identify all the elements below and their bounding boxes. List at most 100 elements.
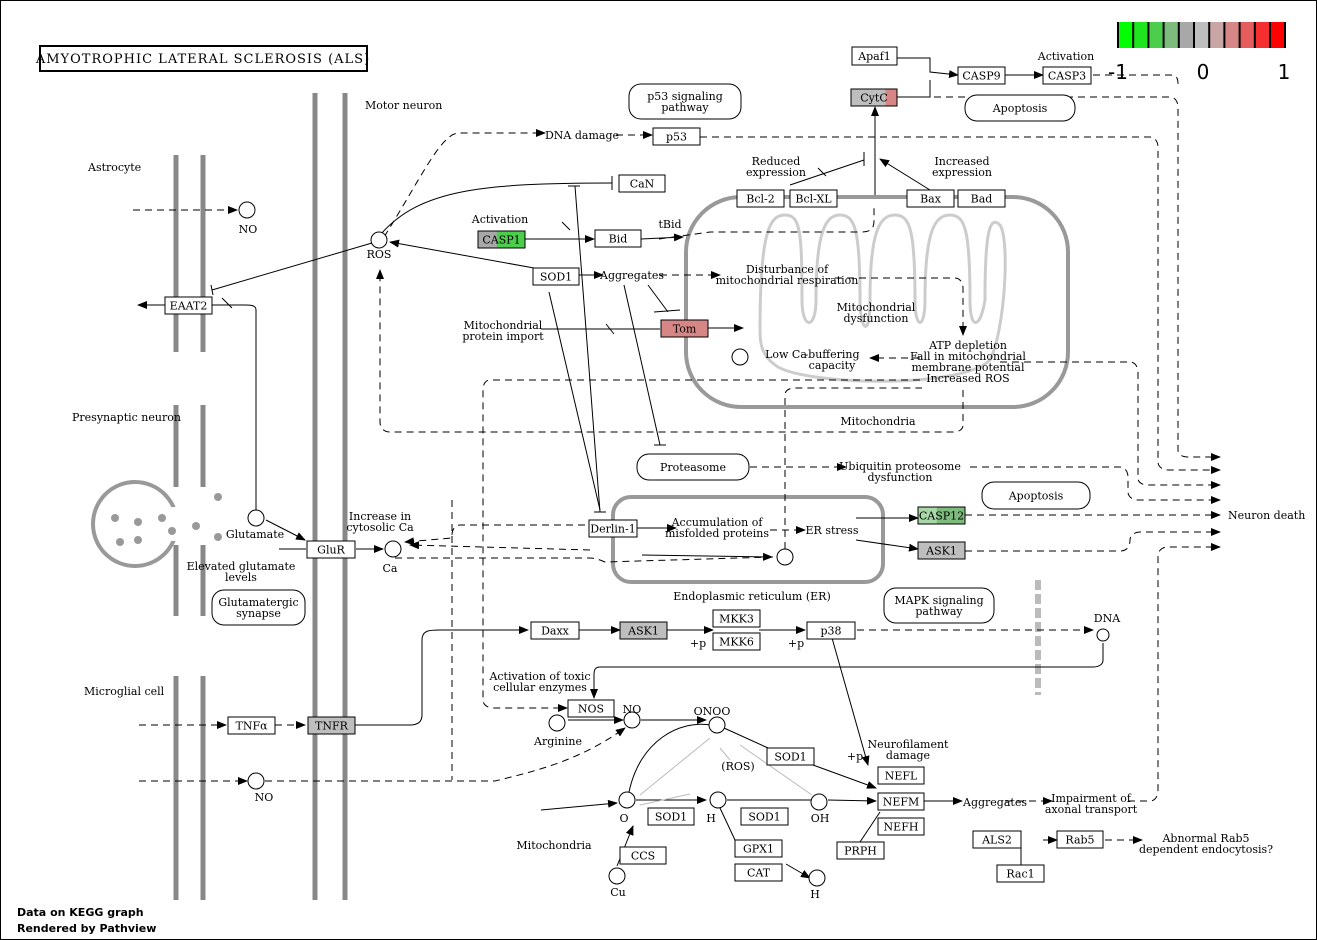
- gene-rac1[interactable]: Rac1: [996, 864, 1045, 883]
- gene-cat[interactable]: CAT: [734, 863, 783, 882]
- gene-eaat2[interactable]: EAAT2: [164, 296, 213, 315]
- pathway-label: Proteasome: [660, 461, 726, 474]
- legend-max: 1: [1278, 60, 1291, 84]
- gene-ask1_a[interactable]: ASK1: [917, 541, 966, 560]
- label-tbid: tBid: [658, 218, 681, 231]
- legend-swatch: [1148, 22, 1164, 48]
- label-elevated_glutamate: Elevated glutamate: [187, 560, 296, 573]
- label-ubiquitin: Ubiquitin proteosome: [839, 460, 961, 473]
- pathway-label: Apoptosis: [992, 102, 1048, 115]
- gene-sod1_d[interactable]: SOD1: [740, 807, 789, 826]
- gene-label: TNFR: [315, 720, 349, 733]
- label-mito_dysfunction: dysfunction: [844, 312, 909, 325]
- label-glutamate: Glutamate: [226, 528, 284, 541]
- gene-sod1_b[interactable]: SOD1: [766, 747, 815, 766]
- label-abnormal_rab5: Abnormal Rab5: [1161, 832, 1249, 845]
- label-mitochondria: Mitochondria: [840, 415, 916, 428]
- label-oh: OH: [811, 812, 830, 825]
- ca-compound-er: [776, 548, 794, 566]
- gene-nefl[interactable]: NEFL: [877, 766, 925, 785]
- gene-label: Bax: [920, 193, 942, 206]
- page-title: AMYOTROPHIC LATERAL SCLEROSIS (ALS): [35, 52, 370, 67]
- label-increased_expression: Increased: [934, 155, 989, 168]
- pathway-apoptosis_top[interactable]: Apoptosis: [964, 94, 1076, 122]
- gene-casp12[interactable]: CASP12: [917, 506, 966, 525]
- gene-daxx[interactable]: Daxx: [530, 621, 580, 640]
- gene-ask1_b[interactable]: ASK1: [619, 621, 668, 640]
- label-misfolded: Accumulation of: [671, 516, 764, 529]
- pathway-proteasome[interactable]: Proteasome: [636, 453, 750, 481]
- gene-glur[interactable]: GluR: [306, 540, 356, 559]
- gene-label: ALS2: [981, 834, 1012, 847]
- gene-derlin[interactable]: Derlin-1: [588, 519, 638, 538]
- gene-casp9[interactable]: CASP9: [957, 66, 1006, 85]
- gene-p53[interactable]: p53: [652, 127, 701, 146]
- gene-bad[interactable]: Bad: [957, 189, 1006, 208]
- gene-nefm[interactable]: NEFM: [877, 792, 925, 811]
- gene-bid[interactable]: Bid: [594, 229, 642, 248]
- gene-label: Bad: [971, 193, 993, 206]
- gene-mkk6[interactable]: MKK6: [712, 632, 761, 651]
- gene-sod1_c[interactable]: SOD1: [647, 807, 695, 826]
- gene-casp3[interactable]: CASP3: [1042, 66, 1092, 85]
- gene-mkk3[interactable]: MKK3: [712, 609, 761, 628]
- label-cu: Cu: [610, 886, 626, 899]
- gene-can[interactable]: CaN: [618, 174, 666, 193]
- ca-compound-cytosol: [384, 540, 402, 558]
- label-impairment: Impairment of: [1051, 792, 1132, 805]
- label-buffering: capacity: [809, 359, 856, 372]
- gene-bax[interactable]: Bax: [906, 189, 955, 208]
- label-increased_expression: expression: [932, 166, 992, 179]
- gene-label: CASP12: [919, 510, 964, 523]
- gene-rab5[interactable]: Rab5: [1056, 830, 1104, 849]
- gene-label: CAT: [747, 867, 771, 880]
- label-activation_casp3: Activation: [1037, 50, 1094, 63]
- glutamate-compound: [247, 509, 265, 527]
- label-presynaptic: Presynaptic neuron: [72, 411, 181, 424]
- gene-tom[interactable]: Tom: [660, 319, 709, 338]
- label-onoo: ONOO: [694, 705, 731, 718]
- hydroxyl-compound: [810, 793, 828, 811]
- gene-apaf1[interactable]: Apaf1: [851, 46, 898, 66]
- gene-cytc[interactable]: CytC: [850, 88, 898, 107]
- gene-als2[interactable]: ALS2: [972, 830, 1022, 849]
- gene-bcl2[interactable]: Bcl-2: [736, 189, 785, 208]
- label-neurofilament: Neurofilament: [868, 738, 950, 751]
- gene-gpx1[interactable]: GPX1: [734, 839, 783, 858]
- dashed-edges: [133, 74, 1221, 844]
- gene-tnfr[interactable]: TNFR: [307, 716, 356, 735]
- gene-label: Apaf1: [857, 50, 891, 63]
- presynaptic-terminal: [91, 480, 230, 568]
- pathway-apoptosis_mid[interactable]: Apoptosis: [981, 481, 1091, 510]
- gene-prph[interactable]: PRPH: [836, 841, 885, 860]
- gene-label: SOD1: [540, 271, 572, 284]
- gene-casp1[interactable]: CASP1: [477, 230, 526, 249]
- legend-swatch: [1270, 22, 1286, 48]
- gene-sod1_a[interactable]: SOD1: [532, 267, 580, 286]
- gene-nos[interactable]: NOS: [567, 699, 615, 718]
- compounds: [238, 201, 1110, 887]
- label-h2o2: H: [706, 812, 716, 825]
- gene-bclxl[interactable]: Bcl-XL: [789, 189, 838, 208]
- gene-ccs[interactable]: CCS: [619, 846, 667, 865]
- legend-swatch: [1254, 22, 1270, 48]
- er-compartment: [611, 495, 885, 584]
- gene-label: CASP3: [1048, 70, 1086, 83]
- gene-tnfa[interactable]: TNFα: [227, 716, 276, 735]
- arginine-compound: [548, 714, 566, 732]
- gene-nefh[interactable]: NEFH: [877, 817, 925, 836]
- label-impairment: axonal transport: [1045, 803, 1138, 816]
- gene-p38[interactable]: p38: [806, 621, 856, 640]
- gene-label: Rac1: [1006, 868, 1034, 881]
- gene-label: EAAT2: [170, 300, 208, 313]
- label-disturbance: Disturbance of: [746, 263, 829, 276]
- label-er: Endoplasmic reticulum (ER): [673, 590, 831, 603]
- gene-label: NEFL: [885, 770, 918, 783]
- label-plus_p2: +p: [788, 637, 804, 650]
